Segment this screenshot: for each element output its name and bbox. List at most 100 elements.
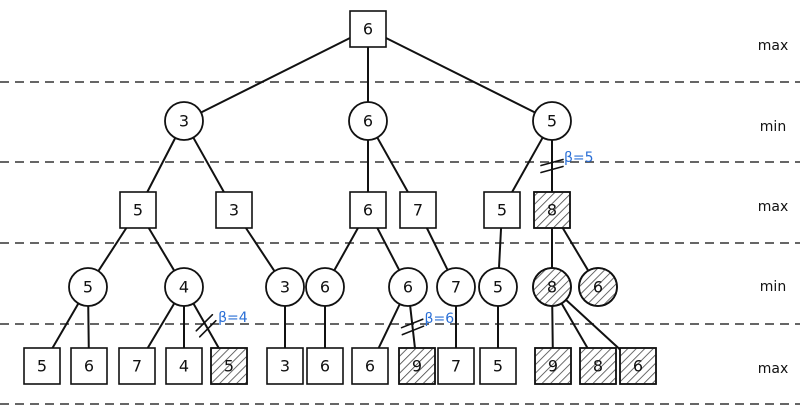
level-label-max: max xyxy=(758,38,789,54)
tree-edge-a1a-l2 xyxy=(87,304,90,349)
tree-node-root: 6 xyxy=(349,10,387,48)
prune-cut-mark xyxy=(400,318,425,336)
node-value: 6 xyxy=(403,278,413,297)
beta-cutoff-label: β=5 xyxy=(564,150,594,166)
tree-edge-root-c xyxy=(385,37,537,114)
tree-node-a1a: 5 xyxy=(68,267,108,307)
tree-node-l9: 9 xyxy=(398,347,436,385)
level-label-max: max xyxy=(758,199,789,215)
tree-node-l10: 7 xyxy=(437,347,475,385)
tree-node-l6: 3 xyxy=(266,347,304,385)
tree-node-l2: 6 xyxy=(70,347,108,385)
tree-edge-c1-c1a xyxy=(497,227,503,270)
tree-edge-c2-c2b xyxy=(561,227,590,272)
tree-edge-c2a-l13 xyxy=(560,302,589,349)
node-value: 6 xyxy=(84,357,94,376)
node-value: 4 xyxy=(179,278,189,297)
tree-node-b: 6 xyxy=(348,101,388,141)
node-value: 8 xyxy=(547,201,557,220)
prune-cut-mark xyxy=(195,313,217,338)
tree-node-b1b: 6 xyxy=(388,267,428,307)
tree-node-a: 3 xyxy=(164,101,204,141)
node-value: 3 xyxy=(229,201,239,220)
node-value: 3 xyxy=(179,112,189,131)
node-value: 6 xyxy=(363,112,373,131)
node-value: 8 xyxy=(593,357,603,376)
tree-node-l14: 6 xyxy=(619,347,657,385)
node-value: 9 xyxy=(412,357,422,376)
node-value: 6 xyxy=(320,278,330,297)
node-value: 6 xyxy=(320,357,330,376)
tree-node-b2: 7 xyxy=(399,191,437,229)
tree-edge-a-a2 xyxy=(192,136,225,193)
node-value: 5 xyxy=(497,201,507,220)
tree-edge-a1-a1a xyxy=(97,227,128,273)
tree-edge-b1b-l9 xyxy=(409,304,416,349)
tree-edge-b-b2 xyxy=(376,136,409,193)
level-label-max: max xyxy=(758,361,789,377)
tree-node-l13: 8 xyxy=(579,347,617,385)
tree-node-l5: 5 xyxy=(210,347,248,385)
tree-node-a1: 5 xyxy=(119,191,157,229)
tree-edge-b1-b1b xyxy=(376,227,401,272)
node-value: 7 xyxy=(451,357,461,376)
node-value: 6 xyxy=(363,201,373,220)
node-value: 6 xyxy=(365,357,375,376)
tree-node-c1: 5 xyxy=(483,191,521,229)
tree-edge-a-a1 xyxy=(146,136,177,193)
tree-node-c2: 8 xyxy=(533,191,571,229)
beta-cutoff-label: β=4 xyxy=(218,310,248,326)
tree-node-a1b: 4 xyxy=(164,267,204,307)
tree-edge-a2-a2a xyxy=(244,227,276,273)
tree-node-c2b: 6 xyxy=(578,267,618,307)
node-value: 5 xyxy=(83,278,93,297)
node-value: 5 xyxy=(37,357,47,376)
tree-node-c2a: 8 xyxy=(532,267,572,307)
tree-node-c1a: 5 xyxy=(478,267,518,307)
node-value: 6 xyxy=(633,357,643,376)
node-value: 4 xyxy=(179,357,189,376)
node-value: 6 xyxy=(363,20,373,39)
node-value: 7 xyxy=(413,201,423,220)
node-value: 8 xyxy=(547,278,557,297)
tree-node-l1: 5 xyxy=(23,347,61,385)
node-value: 7 xyxy=(132,357,142,376)
tree-edge-b1-b1a xyxy=(333,227,359,272)
tree-node-b1a: 6 xyxy=(305,267,345,307)
tree-edge-c2a-l14 xyxy=(564,298,621,351)
tree-edge-c-c1 xyxy=(511,136,544,193)
node-value: 7 xyxy=(451,278,461,297)
node-value: 5 xyxy=(493,357,503,376)
tree-edge-b2-b2a xyxy=(425,227,449,271)
tree-edge-root-a xyxy=(199,37,351,114)
node-value: 5 xyxy=(547,112,557,131)
tree-edge-b1b-l8 xyxy=(377,303,401,349)
beta-cutoff-label: β=6 xyxy=(425,311,455,327)
tree-edge-a1b-l3 xyxy=(146,302,176,349)
tree-node-a2: 3 xyxy=(215,191,253,229)
node-value: 6 xyxy=(593,278,603,297)
node-value: 5 xyxy=(493,278,503,297)
tree-edge-a1a-l1 xyxy=(51,302,80,349)
tree-node-l4: 4 xyxy=(165,347,203,385)
node-value: 9 xyxy=(548,357,558,376)
tree-node-b2a: 7 xyxy=(436,267,476,307)
tree-node-a2a: 3 xyxy=(265,267,305,307)
tree-node-l7: 6 xyxy=(306,347,344,385)
tree-node-l8: 6 xyxy=(351,347,389,385)
node-value: 5 xyxy=(133,201,143,220)
tree-node-l12: 9 xyxy=(534,347,572,385)
tree-node-b1: 6 xyxy=(349,191,387,229)
node-value: 3 xyxy=(280,357,290,376)
node-value: 3 xyxy=(280,278,290,297)
tree-node-l3: 7 xyxy=(118,347,156,385)
prune-cut-mark xyxy=(540,158,564,174)
node-value: 5 xyxy=(224,357,234,376)
tree-edge-a1b-l5 xyxy=(192,302,220,349)
tree-node-c: 5 xyxy=(532,101,572,141)
tree-node-l11: 5 xyxy=(479,347,517,385)
tree-edge-a1-a1b xyxy=(147,227,176,272)
tree-edge-c2a-l12 xyxy=(551,304,554,349)
